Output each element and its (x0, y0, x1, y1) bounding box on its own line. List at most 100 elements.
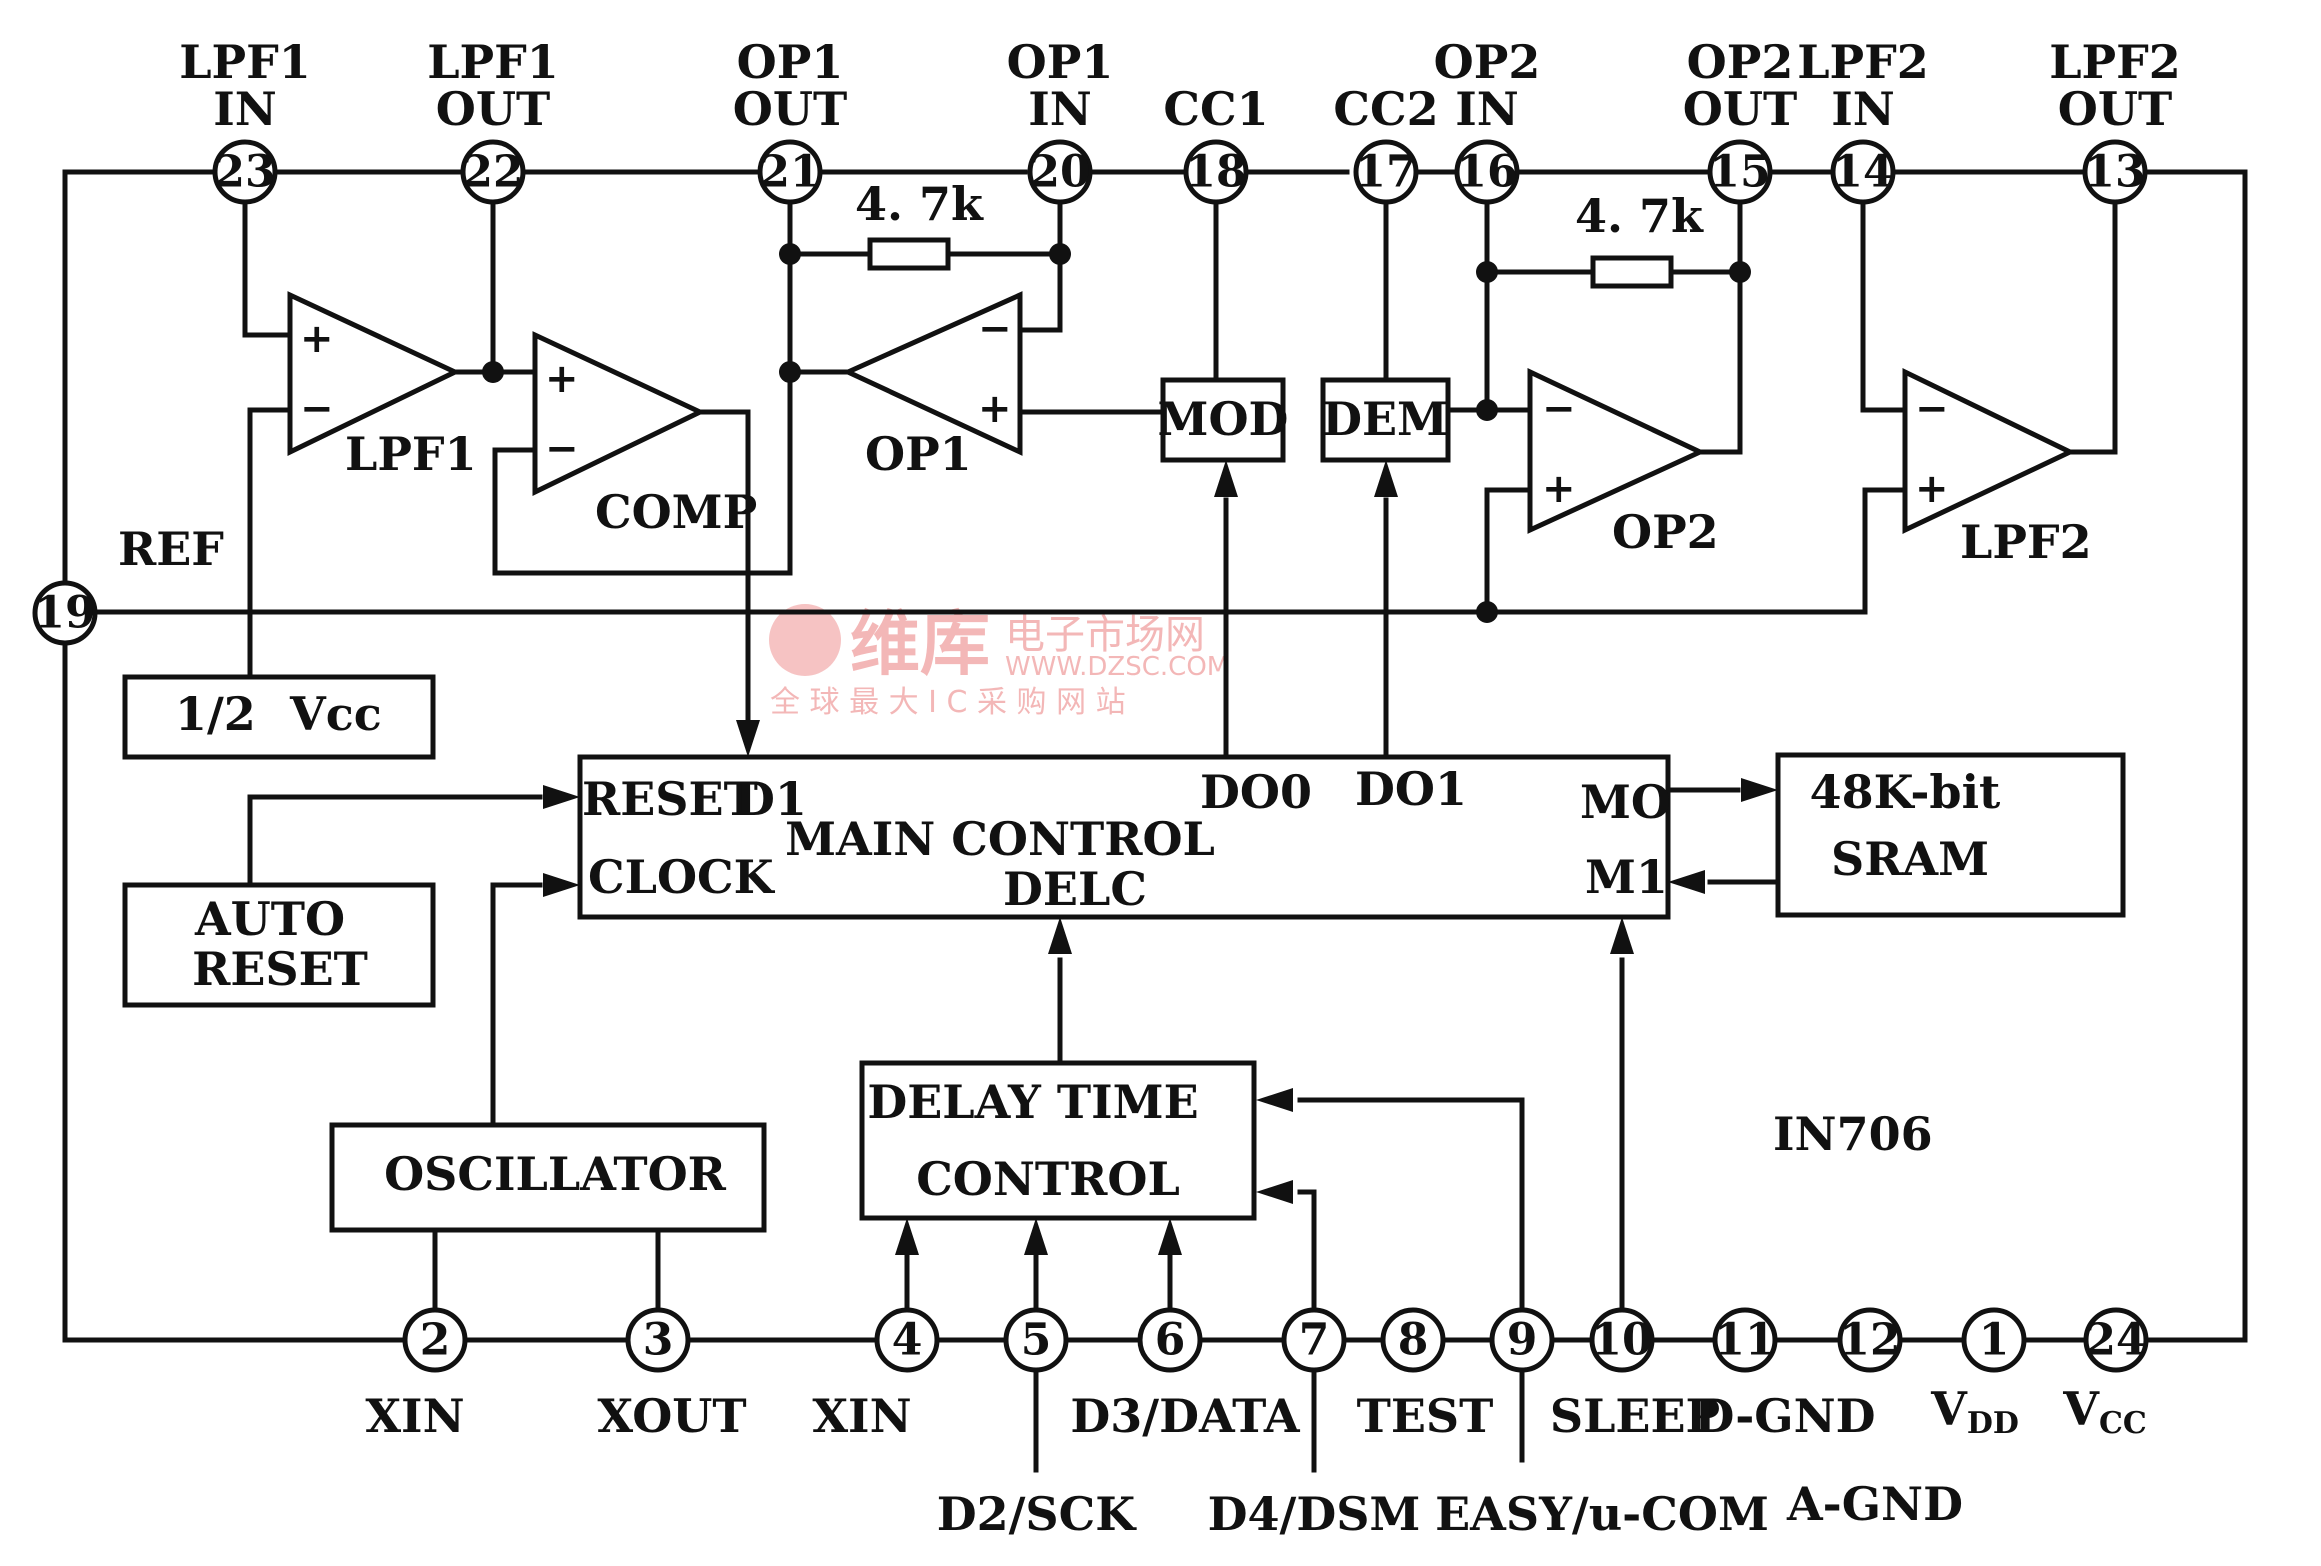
svg-text:+: + (978, 386, 1012, 432)
svg-text:SRAM: SRAM (1831, 832, 1989, 886)
frame-wires (62, 169, 2248, 1343)
pin-13-label-line1: LPF2 (2049, 35, 2181, 89)
oscillator-block: OSCILLATOR (329, 1122, 767, 1233)
watermark-logo-icon (769, 604, 841, 676)
watermark-tagline: 全 球 最 大 I C 采 购 网 站 (770, 685, 1126, 720)
watermark-brand: 维库 (850, 603, 990, 685)
pin-8-label: TEST (1357, 1389, 1494, 1443)
resistor-op1: 4. 7k (855, 177, 984, 271)
pin-21-label-line2: OUT (733, 82, 847, 136)
pin-23-number: 23 (214, 147, 275, 198)
pin-13-label-line2: OUT (2058, 82, 2172, 136)
pin-1-number: 1 (1979, 1315, 2010, 1366)
pin-14-label-line2: IN (1831, 82, 1895, 136)
watermark-sub1: 电子市场网 (1005, 612, 1205, 658)
watermark-url: WWW.DZSC.COM (1005, 652, 1229, 682)
pin-20-label-line2: IN (1028, 82, 1092, 136)
pin-9-number: 9 (1507, 1315, 1538, 1366)
pin-18-label-line2: CC1 (1163, 82, 1268, 136)
lpf1-label: LPF1 (345, 427, 477, 481)
sram-block: 48K-bit SRAM (1775, 752, 2126, 918)
pin-20-label-line1: OP1 (1007, 35, 1114, 89)
pin-10-label: SLEEP (1550, 1389, 1720, 1443)
pin-24-label: VCC (2062, 1382, 2146, 1441)
pin-3-label: XOUT (597, 1389, 746, 1443)
pin-22-label-line1: LPF1 (427, 35, 559, 89)
resistor-op2: 4. 7k (1575, 189, 1704, 289)
main-control-block: RESET D1 CLOCK MAIN CONTROL DELC DO0 DO1… (577, 754, 1671, 920)
pin-11: 11D-GND (1694, 1307, 1876, 1443)
op2-label: OP2 (1612, 505, 1719, 559)
pin-20-number: 20 (1029, 147, 1090, 198)
svg-text:48K-bit: 48K-bit (1810, 765, 2001, 819)
pin-2-number: 2 (420, 1315, 451, 1366)
pin-16-label-line1: OP2 (1434, 35, 1541, 89)
pin-1-label: VDD (1930, 1382, 2019, 1441)
half-vcc-block: 1/2 Vcc (122, 674, 436, 760)
svg-text:Vcc: Vcc (289, 687, 382, 741)
pin-5: 5D2/SCK (937, 1307, 1137, 1541)
pin-21-number: 21 (759, 147, 820, 198)
pin-19-label: REF (118, 522, 224, 576)
delay-time-control-block: DELAY TIME CONTROL (859, 1060, 1257, 1221)
pin-15-label-line2: OUT (1683, 82, 1797, 136)
pin-4-number: 4 (892, 1315, 923, 1366)
lpf2-amplifier: − + LPF2 (1902, 368, 2092, 569)
svg-text:−: − (1915, 386, 1949, 432)
pin-24-label-subscript: CC (2099, 1406, 2147, 1441)
svg-text:CONTROL: CONTROL (916, 1152, 1180, 1206)
pin-6-number: 6 (1155, 1315, 1186, 1366)
pin-22-label-line2: OUT (436, 82, 550, 136)
svg-text:DO1: DO1 (1355, 762, 1467, 816)
pin-18-number: 18 (1185, 147, 1246, 198)
svg-text:−: − (300, 386, 334, 432)
pin-16-number: 16 (1456, 147, 1517, 198)
pin-19: 19 REF (32, 522, 224, 646)
pin-1-label-subscript: DD (1967, 1406, 2019, 1441)
svg-text:+: + (545, 356, 579, 402)
svg-text:+: + (1542, 466, 1576, 512)
svg-text:RESET: RESET (582, 772, 758, 826)
pin-12: 12A-GND (1786, 1307, 1963, 1531)
pin-16-label-line2: IN (1455, 82, 1519, 136)
pin-6-label: D3/DATA (1070, 1389, 1300, 1443)
pin-7: 7D4/DSM (1208, 1307, 1420, 1541)
op1-amplifier: − + OP1 (841, 291, 1023, 481)
op2-amplifier: − + OP2 (1527, 368, 1719, 559)
chip-name: IN706 (1773, 1107, 1933, 1161)
pin-19-number: 19 (34, 588, 95, 639)
pin-2-label: XIN (365, 1389, 464, 1443)
pin-24-number: 24 (2085, 1315, 2146, 1366)
pin-23-label-line2: IN (213, 82, 277, 136)
svg-text:MOD: MOD (1158, 392, 1289, 446)
pin-14-number: 14 (1832, 147, 1893, 198)
pin-8-number: 8 (1398, 1315, 1429, 1366)
svg-text:1/2: 1/2 (175, 687, 256, 741)
pin-7-number: 7 (1299, 1315, 1330, 1366)
svg-text:DELC: DELC (1003, 862, 1147, 916)
pin-5-number: 5 (1021, 1315, 1052, 1366)
pin-13-number: 13 (2084, 147, 2145, 198)
pin-4-label: XIN (812, 1389, 911, 1443)
svg-text:MO: MO (1580, 775, 1671, 829)
watermark: 维库 电子市场网 WWW.DZSC.COM 全 球 最 大 I C 采 购 网 … (769, 603, 1229, 720)
pin-22-number: 22 (462, 147, 523, 198)
svg-text:AUTO: AUTO (194, 892, 345, 946)
pin-23-label-line1: LPF1 (179, 35, 311, 89)
resistor-op1-label: 4. 7k (855, 177, 984, 231)
svg-text:+: + (1915, 466, 1949, 512)
svg-text:M1: M1 (1585, 850, 1668, 904)
svg-text:−: − (978, 306, 1012, 352)
svg-text:D1: D1 (735, 772, 807, 826)
